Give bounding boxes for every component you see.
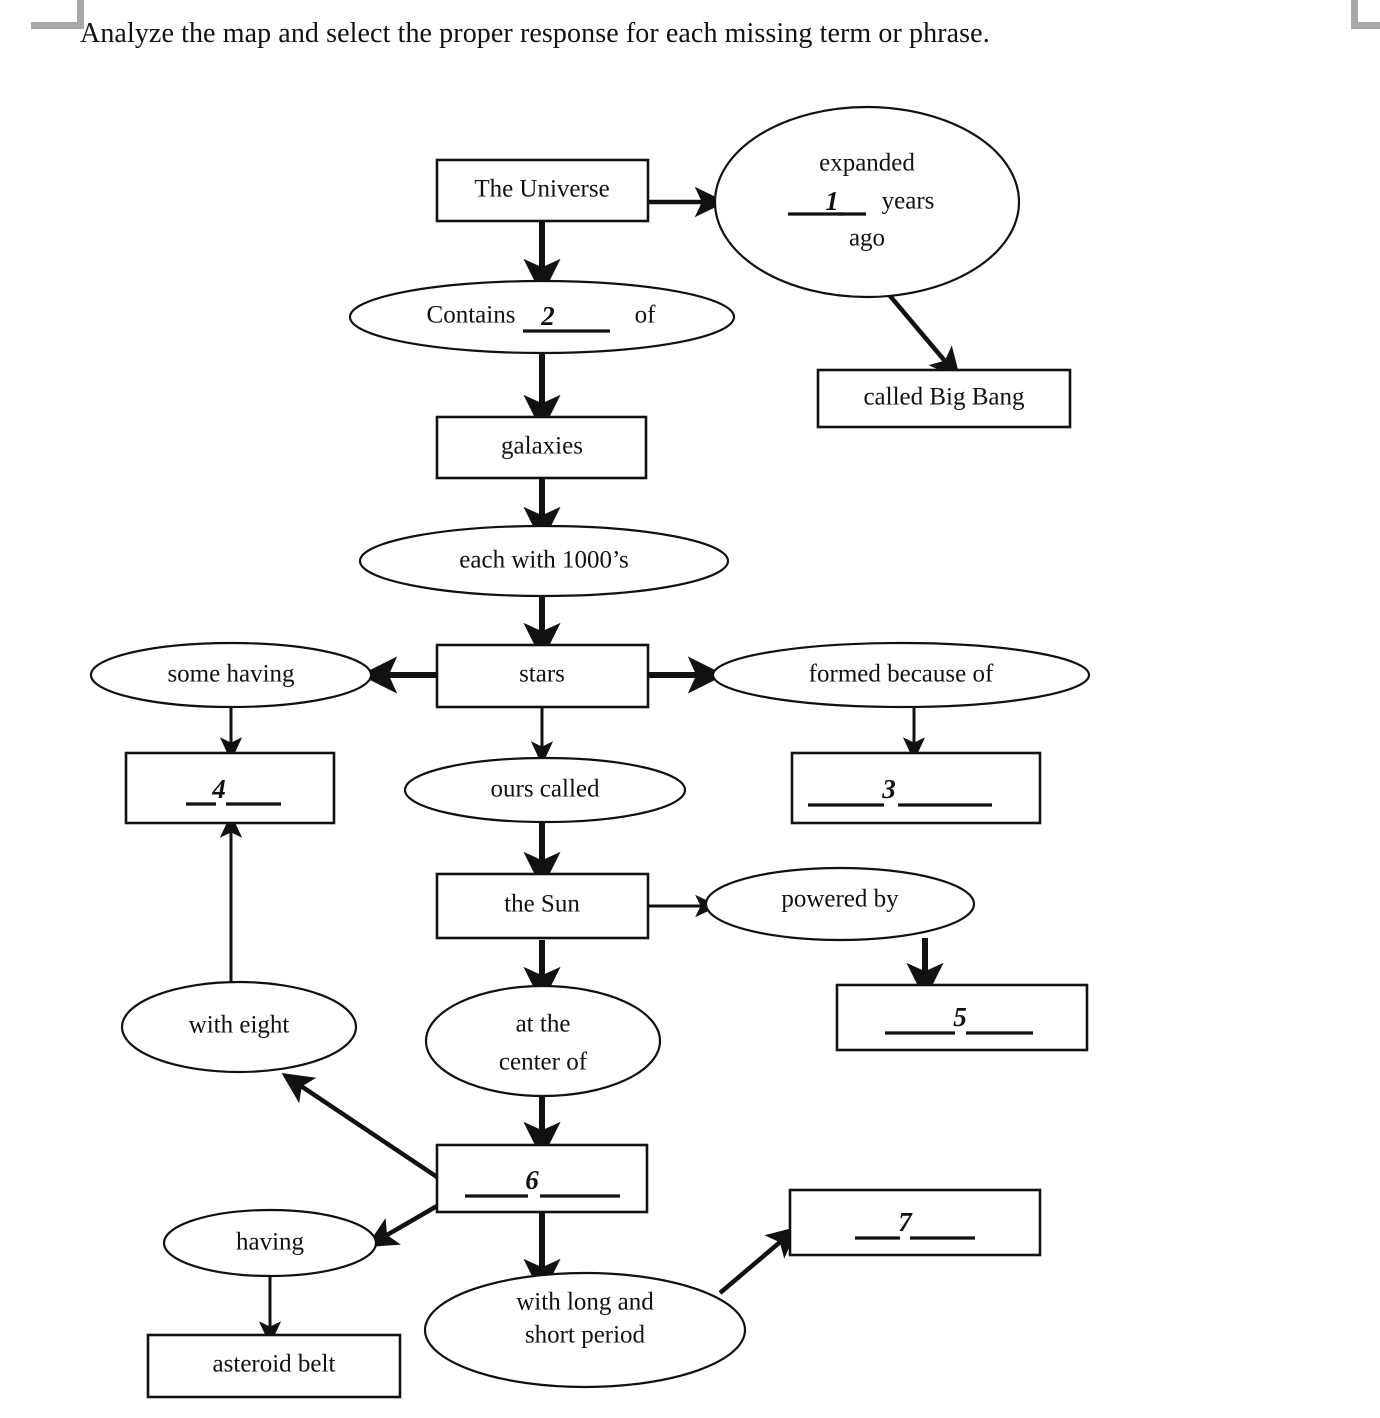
crop-mark-top-right [1351, 0, 1380, 29]
expanded-blank-number: 1 [825, 186, 839, 216]
the-sun-box [435, 872, 650, 940]
blank-4-box [124, 751, 336, 825]
edge-withlong-to-blank7 [718, 1226, 799, 1295]
formed-because-of-label: formed because of [809, 661, 994, 688]
called-big-bang-box [816, 368, 1072, 429]
asteroid-belt-label: asteroid belt [213, 1351, 336, 1378]
at-the-center-of-label-line2: center of [499, 1049, 588, 1076]
node-blank-7: 7 [788, 1188, 1042, 1257]
powered-by-ellipse [704, 866, 976, 942]
node-blank-3: 3 [790, 751, 1042, 825]
the-universe-box [435, 158, 650, 223]
ours-called-ellipse [403, 756, 687, 824]
at-the-center-of-ellipse [424, 984, 662, 1098]
node-some-having: some having [89, 641, 373, 709]
node-the-sun: the Sun [435, 872, 650, 940]
node-asteroid-belt: asteroid belt [146, 1333, 402, 1399]
node-galaxies: galaxies [435, 415, 648, 480]
crop-mark-top-left [31, 0, 84, 29]
the-sun-label: the Sun [504, 891, 580, 918]
blank-5-number: 5 [953, 1002, 967, 1032]
having-label: having [236, 1229, 305, 1256]
powered-by-label: powered by [781, 886, 899, 913]
with-eight-label: with eight [189, 1012, 290, 1039]
edge-expanded-to-bigbang [883, 288, 961, 380]
ours-called-label: ours called [491, 776, 600, 803]
galaxies-label: galaxies [501, 433, 583, 460]
contains-ellipse [348, 279, 736, 355]
node-the-universe: The Universe [435, 158, 650, 223]
called-big-bang-label: called Big Bang [863, 384, 1025, 411]
expanded-label-ago: ago [849, 225, 885, 252]
node-formed-because-of: formed because of [711, 641, 1091, 709]
with-long-label-line2: short period [525, 1322, 646, 1349]
blank-7-number: 7 [898, 1207, 913, 1237]
node-ours-called: ours called [403, 756, 687, 824]
expanded-label-years: years [882, 188, 935, 215]
some-having-label: some having [167, 661, 295, 688]
blank-3-number: 3 [881, 774, 896, 804]
galaxies-box [435, 415, 648, 480]
with-long-short-period-ellipse [423, 1271, 747, 1389]
node-having: having [162, 1208, 378, 1278]
edge-blank6-to-witheight [281, 1072, 439, 1179]
node-called-big-bang: called Big Bang [816, 368, 1072, 429]
blank-6-box [435, 1143, 649, 1214]
blank-6-number: 6 [525, 1165, 539, 1195]
formed-because-of-ellipse [711, 641, 1091, 709]
blank-5-box [835, 983, 1089, 1052]
expanded-ellipse [713, 105, 1021, 299]
blank-4-number: 4 [211, 774, 226, 804]
node-with-eight: with eight [120, 980, 358, 1074]
stars-box [435, 643, 650, 709]
with-eight-ellipse [120, 980, 358, 1074]
node-blank-5: 5 [835, 983, 1089, 1052]
at-the-center-of-label-line1: at the [516, 1011, 571, 1038]
contains-label-post: of [635, 302, 657, 329]
with-long-label-line1: with long and [516, 1289, 654, 1316]
node-each-with-1000s: each with 1000’s [358, 524, 730, 598]
page-instruction: Analyze the map and select the proper re… [80, 18, 990, 49]
node-with-long-and-short-period: with long and short period [423, 1271, 747, 1389]
node-powered-by: powered by [704, 866, 976, 942]
node-contains: Contains 2 of [348, 279, 736, 355]
some-having-ellipse [89, 641, 373, 709]
each-with-1000s-label: each with 1000’s [459, 547, 628, 574]
stars-label: stars [519, 661, 565, 688]
blank-3-box [790, 751, 1042, 825]
node-blank-4: 4 [124, 751, 336, 825]
node-blank-6: 6 [435, 1143, 649, 1214]
contains-blank-number: 2 [540, 301, 555, 331]
node-expanded-years-ago: expanded 1 years ago [713, 105, 1021, 299]
node-at-the-center-of: at the center of [424, 984, 662, 1098]
having-ellipse [162, 1208, 378, 1278]
contains-label-pre: Contains [427, 302, 516, 329]
node-stars: stars [435, 643, 650, 709]
blank-7-box [788, 1188, 1042, 1257]
the-universe-label: The Universe [474, 176, 609, 203]
edge-blank6-to-having [365, 1204, 439, 1248]
expanded-label-line1: expanded [819, 150, 915, 177]
asteroid-belt-box [146, 1333, 402, 1399]
each-with-1000s-ellipse [358, 524, 730, 598]
